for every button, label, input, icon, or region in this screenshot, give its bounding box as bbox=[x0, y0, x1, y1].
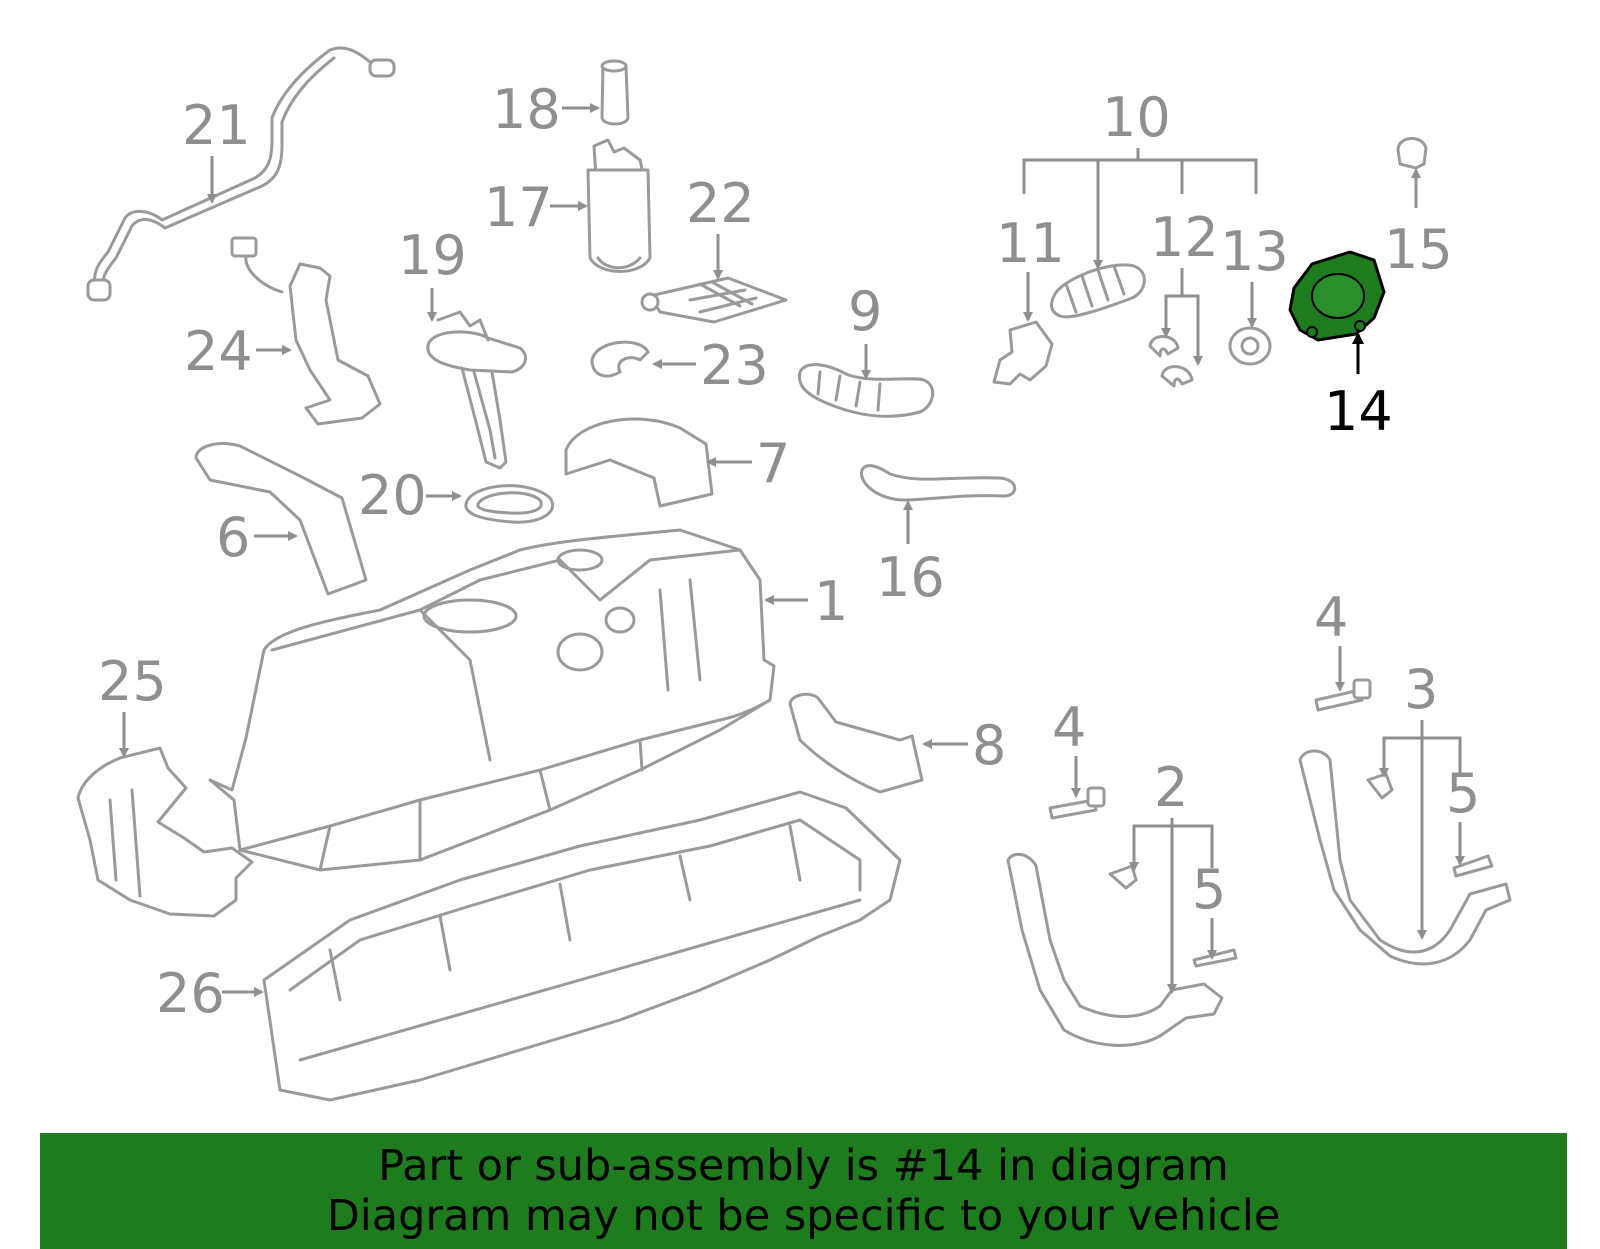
callout-10: 10 bbox=[1102, 86, 1171, 149]
part-23-clip[interactable] bbox=[590, 340, 650, 378]
callout-6: 6 bbox=[216, 506, 250, 569]
banner-line-2: Diagram may not be specific to your vehi… bbox=[326, 1191, 1281, 1241]
callout-23: 23 bbox=[700, 334, 769, 397]
callout-4-left: 4 bbox=[1052, 696, 1086, 759]
part-22-strainer[interactable] bbox=[640, 276, 788, 324]
leader-lines bbox=[119, 103, 1465, 997]
part-11-bracket[interactable] bbox=[992, 320, 1054, 386]
callout-20: 20 bbox=[358, 464, 427, 527]
callout-24: 24 bbox=[184, 320, 253, 383]
callout-13: 13 bbox=[1220, 220, 1289, 283]
part-12-clamps[interactable] bbox=[1148, 335, 1194, 388]
callout-17: 17 bbox=[484, 176, 553, 239]
part-15-cap[interactable] bbox=[1396, 137, 1428, 170]
callout-25: 25 bbox=[98, 650, 167, 713]
part-9-hose[interactable] bbox=[797, 363, 935, 418]
part-1-fuel-tank[interactable] bbox=[208, 528, 776, 872]
callout-7: 7 bbox=[756, 432, 790, 495]
callout-21: 21 bbox=[182, 94, 251, 157]
part-19-sender[interactable] bbox=[426, 310, 528, 470]
callout-8: 8 bbox=[972, 714, 1006, 777]
callout-12: 12 bbox=[1150, 206, 1219, 269]
callout-15: 15 bbox=[1384, 218, 1453, 281]
part-21-fuel-line[interactable] bbox=[86, 46, 396, 302]
callout-2: 2 bbox=[1154, 756, 1188, 819]
part-4-bolt-right[interactable] bbox=[1314, 678, 1372, 712]
callout-18: 18 bbox=[492, 78, 561, 141]
part-17-fuel-pump[interactable] bbox=[586, 138, 652, 273]
callout-1: 1 bbox=[814, 570, 848, 633]
callout-19: 19 bbox=[398, 224, 467, 287]
banner-line-1: Part or sub-assembly is #14 in diagram bbox=[378, 1141, 1229, 1191]
part-25-shield[interactable] bbox=[76, 746, 254, 918]
callout-14: 14 bbox=[1324, 380, 1393, 443]
callout-labels: 21 18 17 22 19 23 24 20 6 7 9 16 1 8 25 … bbox=[98, 78, 1480, 1025]
part-6-shield[interactable] bbox=[194, 442, 368, 596]
part-16-hose[interactable] bbox=[860, 464, 1017, 502]
part-24-bracket[interactable] bbox=[230, 236, 382, 426]
callout-9: 9 bbox=[848, 280, 882, 343]
callout-26: 26 bbox=[156, 962, 225, 1025]
callout-3: 3 bbox=[1404, 658, 1438, 721]
callout-11: 11 bbox=[996, 212, 1065, 275]
callout-5-right: 5 bbox=[1446, 762, 1480, 825]
callout-16: 16 bbox=[876, 546, 945, 609]
part-10-tube[interactable] bbox=[1050, 263, 1146, 319]
part-7-shield[interactable] bbox=[564, 417, 714, 508]
callout-22: 22 bbox=[686, 172, 755, 235]
part-8-shield[interactable] bbox=[788, 692, 924, 794]
info-banner: Part or sub-assembly is #14 in diagram D… bbox=[40, 1133, 1567, 1249]
callout-4-right: 4 bbox=[1314, 586, 1348, 649]
part-14-filler-housing-highlighted[interactable] bbox=[1288, 250, 1386, 342]
part-4-bolt-left[interactable] bbox=[1048, 786, 1106, 820]
callout-5-left: 5 bbox=[1192, 858, 1226, 921]
part-18-filter[interactable] bbox=[600, 59, 630, 126]
part-13-seal[interactable] bbox=[1228, 326, 1272, 366]
part-26-skid-plate[interactable] bbox=[262, 790, 902, 1102]
part-20-gasket[interactable] bbox=[464, 484, 554, 524]
